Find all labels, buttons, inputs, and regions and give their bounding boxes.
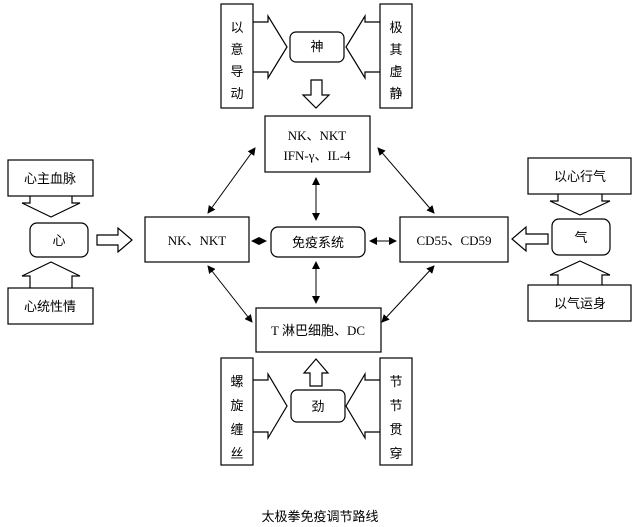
arrow-top-right [377, 147, 435, 214]
jin-right-char: 贯 [389, 423, 402, 438]
jin-left-char: 缠 [230, 422, 243, 438]
diagram-caption: 太极拳免疫调节路线 [261, 510, 379, 525]
shen-left-char: 意 [230, 42, 243, 58]
shen-right-char: 静 [389, 87, 402, 102]
right-box-label: CD55、CD59 [416, 233, 491, 248]
notch-arrow-down-xin [21, 196, 81, 218]
jin-core-label: 劲 [311, 400, 324, 415]
notch-arrow-right [253, 13, 288, 81]
center-label: 免疫系统 [292, 235, 344, 251]
jin-left-char: 丝 [230, 447, 243, 462]
top-text-panel-qi [527, 157, 632, 195]
qi-box [551, 218, 611, 256]
arrow-left-bottom [207, 265, 253, 323]
jin-left-vertical-text: 螺 旋 缠 丝 [230, 375, 243, 462]
left-box-label: NK、NKT [168, 233, 227, 248]
notch-arrow-down-qi [549, 194, 611, 216]
block-arrow-left-qi [511, 225, 549, 253]
notch-arrow-up-xin [21, 261, 81, 288]
shen-left-char: 导 [230, 65, 243, 80]
arrow-top-left [207, 147, 256, 214]
shen-right-char: 极 [389, 21, 402, 36]
arrow-right-bottom [381, 265, 435, 323]
notch-arrow-up-qi [549, 260, 611, 285]
qi-top-label: 以心行气 [554, 169, 606, 185]
left-text-panel-shen [220, 3, 254, 109]
top-box-line-1: NK、NKT [288, 128, 347, 143]
notch-arrow-left [345, 13, 380, 81]
top-box-line-2: IFN-γ、IL-4 [283, 148, 351, 163]
bottom-text-panel-xin [7, 287, 94, 325]
shen-left-char: 动 [230, 87, 243, 102]
right-text-panel-shen [379, 3, 413, 109]
shen-left-vertical-text: 以 意 导 动 [230, 21, 243, 102]
shen-right-char: 其 [389, 43, 402, 58]
bottom-box [255, 307, 382, 353]
jin-right-char: 节 [389, 375, 402, 390]
block-arrow-down-shen [301, 79, 331, 109]
top-text-panel-xin [7, 159, 94, 197]
jin-right-char: 穿 [389, 446, 402, 462]
right-text-panel-jin [379, 357, 413, 466]
shen-right-vertical-text: 极 其 虚 静 [389, 21, 402, 102]
block-arrow-right-xin [96, 226, 133, 254]
jin-right-char: 节 [389, 399, 402, 414]
left-text-panel-jin [220, 357, 254, 466]
top-box [264, 115, 371, 173]
notch-arrow-right-jin [253, 371, 288, 441]
qi-bottom-label: 以气运身 [554, 296, 606, 312]
notch-arrow-left-jin [345, 371, 380, 441]
jin-left-char: 螺 [230, 375, 243, 390]
jin-box [290, 389, 346, 423]
xin-bottom-label: 心统性情 [24, 300, 76, 315]
right-box [399, 216, 509, 263]
block-arrow-up-jin [302, 358, 330, 387]
qi-core-label: 气 [574, 230, 587, 246]
shen-core-label: 神 [310, 40, 323, 55]
jin-left-char: 旋 [230, 399, 243, 414]
xin-box [29, 222, 89, 258]
shen-box [289, 31, 345, 63]
center-box [270, 226, 366, 258]
shen-left-char: 以 [230, 21, 243, 36]
bottom-text-panel-qi [527, 284, 632, 322]
shen-right-char: 虚 [389, 65, 402, 80]
bottom-box-label: T 淋巴细胞、DC [271, 323, 365, 338]
xin-top-label: 心主血脉 [24, 172, 76, 187]
left-box [144, 216, 250, 263]
jin-right-vertical-text: 节 节 贯 穿 [389, 375, 402, 462]
xin-core-label: 心 [52, 234, 65, 249]
